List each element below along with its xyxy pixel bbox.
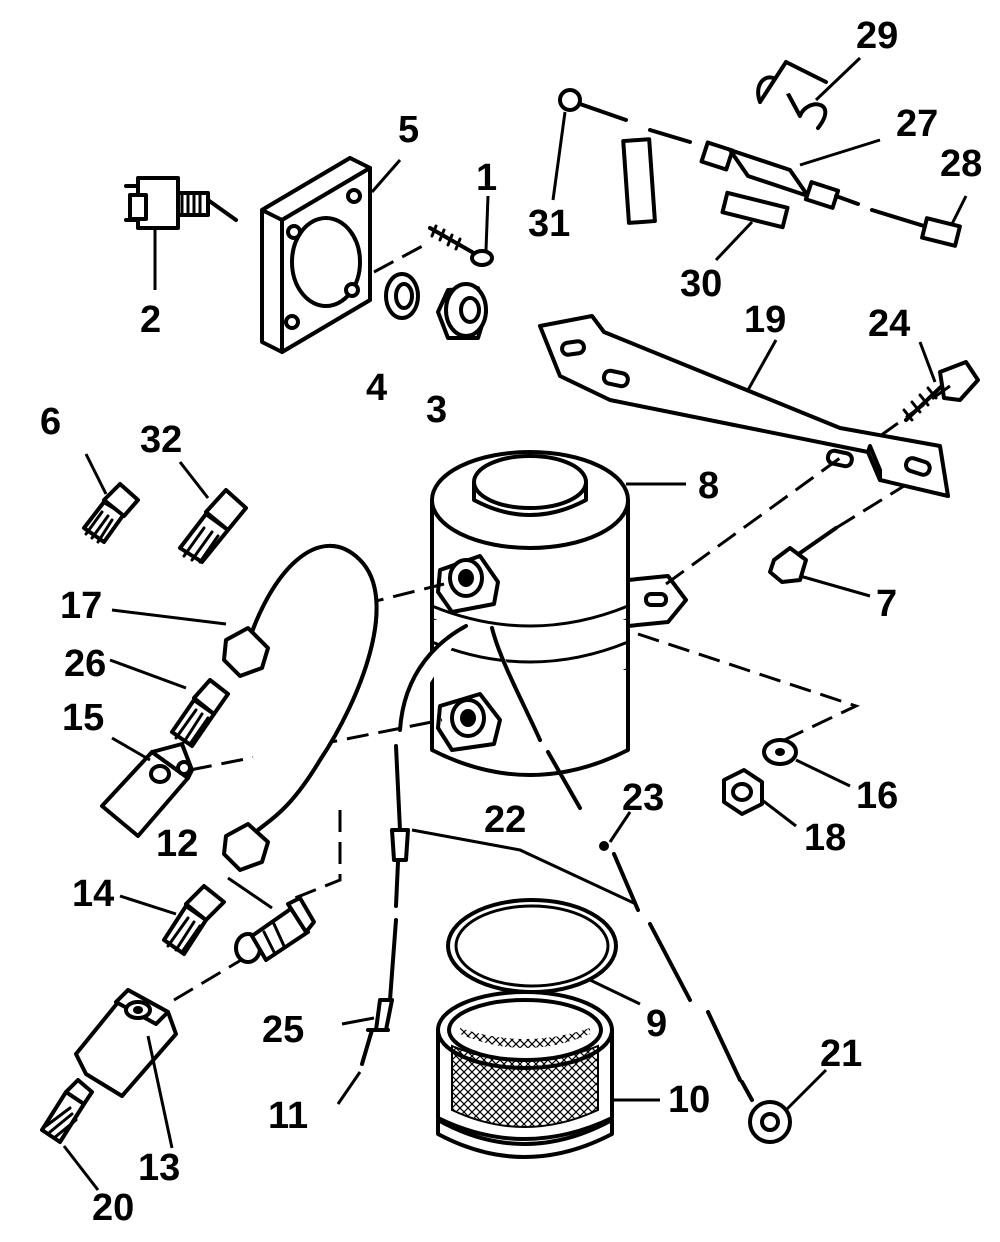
bolt-7 bbox=[768, 484, 905, 598]
callout-15: 15 bbox=[62, 697, 104, 739]
callout-8: 8 bbox=[698, 465, 719, 507]
fitting-14 bbox=[119, 884, 226, 956]
callout-1: 1 bbox=[476, 157, 497, 199]
barb-fitting bbox=[40, 1078, 100, 1191]
callout-3: 3 bbox=[426, 389, 447, 431]
fitting-6 bbox=[82, 453, 140, 544]
filter-screen bbox=[436, 990, 660, 1159]
callout-32: 32 bbox=[140, 419, 182, 461]
callout-31: 31 bbox=[528, 203, 570, 245]
callout-10: 10 bbox=[668, 1079, 710, 1121]
callout-26: 26 bbox=[64, 643, 106, 685]
callout-29: 29 bbox=[856, 15, 898, 57]
callout-30: 30 bbox=[680, 263, 722, 305]
rubber-boot bbox=[436, 282, 488, 340]
fitting-12 bbox=[227, 876, 316, 964]
callout-16: 16 bbox=[856, 775, 898, 817]
fuel-pump bbox=[430, 450, 688, 777]
callout-5: 5 bbox=[398, 109, 419, 151]
spring-clip bbox=[756, 56, 862, 130]
callout-19: 19 bbox=[744, 299, 786, 341]
toggle-switch bbox=[124, 176, 238, 290]
lock-nut bbox=[722, 768, 797, 828]
washer bbox=[762, 738, 851, 788]
callout-23: 23 bbox=[622, 777, 664, 819]
callout-2: 2 bbox=[140, 299, 161, 341]
mounting-plate bbox=[260, 156, 402, 354]
callout-4: 4 bbox=[366, 367, 387, 409]
screw bbox=[373, 195, 494, 274]
callout-21: 21 bbox=[820, 1033, 862, 1075]
callout-18-visible: 18 bbox=[804, 817, 846, 859]
callout-7: 7 bbox=[876, 583, 897, 625]
callout-20: 20 bbox=[92, 1187, 134, 1229]
bolt-24 bbox=[879, 341, 980, 438]
callout-13: 13 bbox=[138, 1147, 180, 1189]
o-ring bbox=[446, 898, 641, 1006]
fitting-32 bbox=[178, 461, 248, 564]
callout-11: 11 bbox=[268, 1095, 308, 1137]
elbow-block bbox=[74, 988, 178, 1149]
callout-25: 25 bbox=[262, 1009, 304, 1051]
fitting-26 bbox=[109, 658, 230, 748]
callout-27: 27 bbox=[896, 103, 938, 145]
callout-24: 24 bbox=[868, 303, 910, 345]
callout-22: 22 bbox=[484, 799, 526, 841]
fuse-holder-wire bbox=[551, 88, 692, 225]
pump-wires bbox=[336, 624, 828, 1144]
terminal-28 bbox=[870, 195, 968, 248]
fuse-holder bbox=[699, 138, 881, 210]
callout-14: 14 bbox=[72, 873, 114, 915]
bracket bbox=[538, 314, 950, 498]
callout-12: 12 bbox=[156, 823, 198, 865]
fuse bbox=[714, 190, 790, 262]
tee-block bbox=[100, 736, 194, 838]
fuel-line bbox=[111, 544, 379, 872]
callout-6: 6 bbox=[40, 401, 61, 443]
callout-9: 9 bbox=[646, 1003, 667, 1045]
callout-28: 28 bbox=[940, 143, 982, 185]
callout-17: 17 bbox=[60, 585, 102, 627]
callout-labels: 1 2 3 4 5 6 7 8 9 10 11 12 13 14 15 16 1… bbox=[40, 15, 982, 1229]
nut bbox=[384, 272, 420, 320]
